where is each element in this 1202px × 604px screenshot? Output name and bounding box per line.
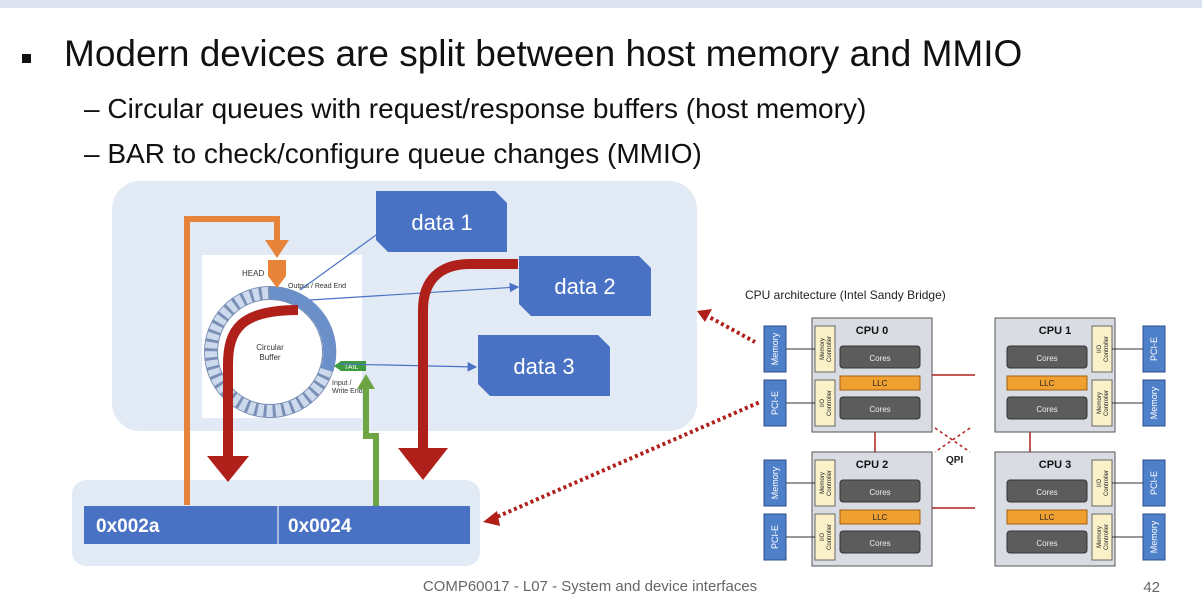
data-box-3-label: data 3 (513, 354, 574, 379)
dotted-link-pcie (491, 400, 761, 521)
controller-label-b-0-1: Controller (827, 390, 833, 416)
llc-label-3: LLC (1040, 513, 1055, 522)
dotted-link-memory-arrowhead-icon (697, 309, 712, 322)
cores-label-top-0: Cores (869, 354, 890, 363)
cores-label-bot-3: Cores (1036, 539, 1057, 548)
controller-label-a-0-1: I/O (820, 399, 826, 407)
controller-label-b-2-0: Controller (827, 470, 833, 496)
circular-buffer-label-2: Buffer (259, 353, 281, 362)
controller-label-a-1-0: I/O (1097, 345, 1103, 353)
controller-label-b-1-1: Controller (1104, 390, 1110, 416)
tail-arrowhead-icon (357, 374, 375, 389)
controller-label-a-0-0: Memory (820, 338, 826, 360)
llc-label-0: LLC (873, 379, 888, 388)
pointer-data2 (309, 282, 520, 301)
qpi-label: QPI (946, 455, 963, 466)
llc-box-2 (839, 509, 921, 525)
external-label-3-0: PCI-E (1149, 471, 1159, 495)
controller-label-a-3-1: Memory (1097, 526, 1103, 548)
register-tail-value: 0x0024 (288, 516, 352, 537)
cpu-diagram-caption: CPU architecture (Intel Sandy Bridge) (745, 288, 946, 302)
cores-label-top-2: Cores (869, 488, 890, 497)
read-arrowhead-icon (207, 456, 249, 482)
circular-buffer-ring (204, 286, 337, 418)
sub-bullet-queues: – Circular queues with request/response … (84, 93, 867, 124)
register-head-value: 0x002a (96, 516, 160, 537)
cores-box-bot-1 (1006, 396, 1088, 420)
controller-label-b-3-0: Controller (1104, 470, 1110, 496)
data-box-1-label: data 1 (411, 210, 472, 235)
cores-box-top-1 (1006, 345, 1088, 369)
sub-bullet-bar: – BAR to check/configure queue changes (… (84, 138, 702, 169)
input-label-2: Write End (332, 388, 363, 395)
external-label-2-0: Memory (770, 466, 780, 499)
output-read-end-label: Output / Read End (288, 283, 346, 290)
controller-label-a-2-1: I/O (820, 533, 826, 541)
cores-box-top-3 (1006, 479, 1088, 503)
tail-label: TAIL (344, 364, 358, 371)
cpu-label-1: CPU 1 (1039, 325, 1071, 337)
controller-label-a-1-1: Memory (1097, 392, 1103, 414)
llc-label-1: LLC (1040, 379, 1055, 388)
external-label-2-1: PCI-E (770, 525, 780, 549)
llc-box-3 (1006, 509, 1088, 525)
controller-label-a-3-0: I/O (1097, 479, 1103, 487)
controller-label-a-2-0: Memory (820, 472, 826, 494)
llc-box-0 (839, 375, 921, 391)
llc-label-2: LLC (873, 513, 888, 522)
bullet-square (22, 54, 31, 63)
controller-label-b-0-0: Controller (827, 336, 833, 362)
register-bar (84, 506, 470, 544)
cores-box-top-0 (839, 345, 921, 369)
external-label-1-1: Memory (1149, 386, 1159, 419)
cores-box-bot-3 (1006, 530, 1088, 554)
circular-buffer-label-1: Circular (256, 343, 284, 352)
cores-label-top-1: Cores (1036, 354, 1057, 363)
head-marker-icon (268, 260, 286, 288)
cpu-label-2: CPU 2 (856, 459, 888, 471)
head-label: HEAD (242, 269, 264, 278)
cpu-label-0: CPU 0 (856, 325, 888, 337)
external-label-0-1: PCI-E (770, 391, 780, 415)
pointer-data3 (339, 362, 478, 372)
data-box-3 (478, 335, 610, 396)
data2-arrowhead-icon (398, 448, 448, 480)
dotted-link-pcie-arrowhead-icon (483, 511, 500, 526)
page-number: 42 (1143, 579, 1160, 596)
data-box-2-label: data 2 (554, 274, 615, 299)
controller-label-b-3-1: Controller (1104, 524, 1110, 550)
tail-register-line (363, 386, 379, 506)
pointer-data1 (299, 224, 391, 291)
data2-arrow-line (418, 259, 518, 450)
cores-label-bot-2: Cores (869, 539, 890, 548)
cpu-label-3: CPU 3 (1039, 459, 1071, 471)
dotted-link-memory (699, 310, 756, 344)
data-box-1 (376, 191, 507, 252)
head-register-line (184, 216, 280, 505)
llc-box-1 (1006, 375, 1088, 391)
data-box-2 (519, 256, 651, 316)
external-label-1-0: PCI-E (1149, 337, 1159, 361)
external-label-3-1: Memory (1149, 520, 1159, 553)
cores-box-bot-2 (839, 530, 921, 554)
read-arrow-line (223, 305, 299, 458)
controller-label-b-1-0: Controller (1104, 336, 1110, 362)
cores-box-bot-0 (839, 396, 921, 420)
controller-label-b-2-1: Controller (827, 524, 833, 550)
external-label-0-0: Memory (770, 332, 780, 365)
cores-label-bot-1: Cores (1036, 405, 1057, 414)
input-label-1: Input / (332, 380, 352, 387)
head-arrowhead-icon (265, 240, 289, 258)
bullet-main: Modern devices are split between host me… (64, 33, 1023, 74)
cores-label-top-3: Cores (1036, 488, 1057, 497)
top-band (0, 0, 1202, 8)
cores-label-bot-0: Cores (869, 405, 890, 414)
footer: COMP60017 - L07 - System and device inte… (422, 578, 758, 595)
cores-box-top-2 (839, 479, 921, 503)
